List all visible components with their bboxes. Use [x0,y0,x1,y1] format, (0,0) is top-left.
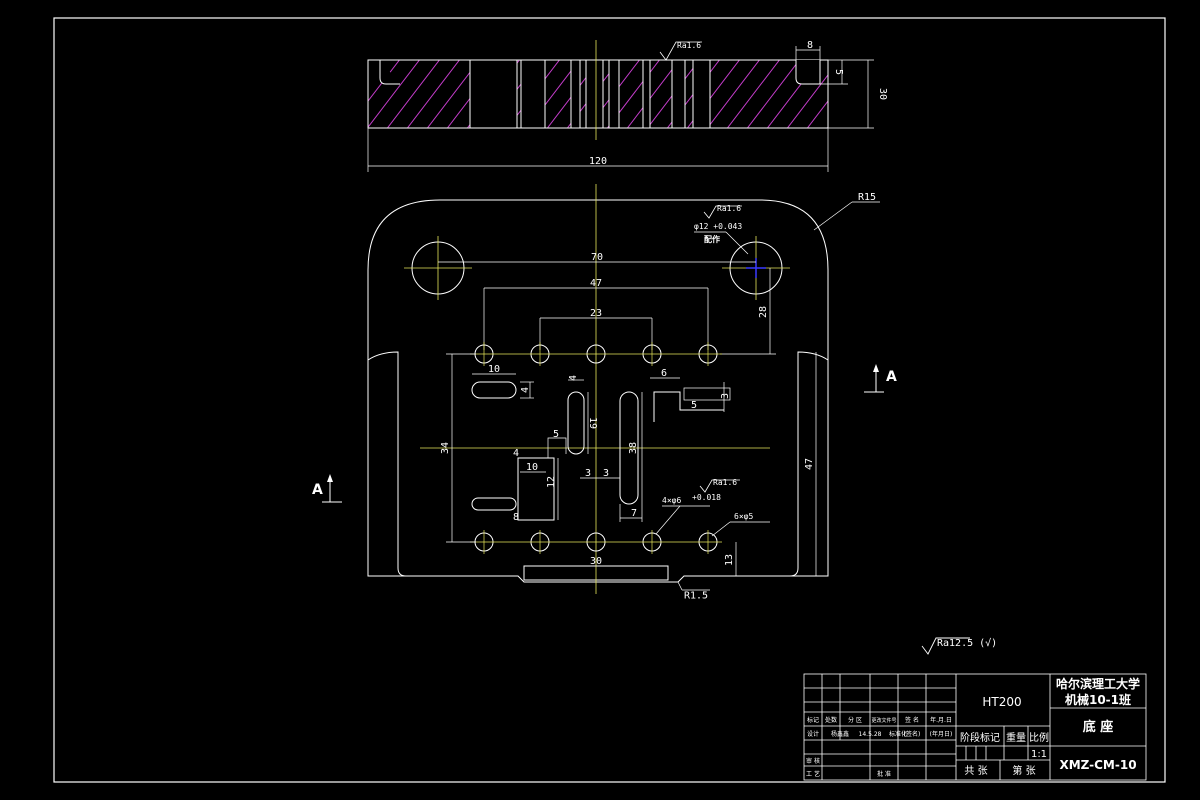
tb-stage-label: 阶段标记 [960,731,1000,744]
dim-3-right: 3 [720,393,731,399]
dim-70: 70 [591,252,603,263]
tb-sheet-no: 第 张 [1012,764,1035,777]
tb-school: 哈尔滨理工大学 [1056,676,1140,691]
tb-total-sheets: 共 张 [964,765,987,777]
dim-slot-depth: 5 [833,69,844,75]
tb-row-design: 设计 [807,730,819,738]
tb-material: HT200 [982,695,1021,709]
label-r15-bottom: R1.5 [684,590,708,601]
dim-4-slot: 4 [520,387,531,393]
section-view: 30 8 5 120 Ra1.6 [367,40,888,172]
dim-slot-width: 8 [807,40,813,51]
dim-10-slot: 10 [488,364,500,375]
label-four-holes: 4×φ6 [662,496,681,505]
dim-length: 120 [589,156,607,167]
dim-34: 34 [440,442,451,454]
tb-design-date: 14.5.28 [859,731,882,738]
ra-top: Ra1.6 [677,41,701,50]
dim-8: 8 [513,512,519,523]
dim-5-right: 5 [691,400,697,411]
tb-hdr-docno: 更改文件号 [871,717,896,724]
section-marker-right: A [864,364,897,393]
tb-part-name: 底 座 [1083,719,1114,735]
label-r15: R15 [858,192,876,203]
section-label-left: A [312,482,323,498]
tb-hdr-zone: 分 区 [848,716,862,724]
title-block-text: HT200 哈尔滨理工大学 机械10-1班 底 座 XMZ-CM-10 1:1 … [806,676,1140,778]
tb-sign-blank: (签名) [904,730,921,738]
tb-hdr-sign: 签 名 [905,716,919,724]
tb-scale: 1:1 [1031,749,1047,760]
tb-hdr-count: 处数 [825,716,837,724]
dim-10-rect: 10 [526,462,538,473]
dim-6: 6 [661,368,667,379]
dim-4-rect: 4 [513,448,519,459]
dim-5-left: 5 [553,429,559,440]
sheet-border [53,17,1166,783]
dim-19: 19 [587,417,598,429]
dim-47-right: 47 [804,458,815,470]
dim-30: 30 [590,556,602,567]
tb-drawing-no: XMZ-CM-10 [1059,758,1136,772]
dim-28: 28 [758,306,769,318]
tb-date-blank: (年月日) [930,730,953,738]
tb-class: 机械10-1班 [1065,692,1131,707]
ra-pins: Ra1.6 [713,478,737,487]
dim-4-top: 4 [568,375,579,381]
tb-hdr-mark: 标记 [807,716,819,724]
dim-38: 38 [628,442,639,454]
section-label-right: A [886,369,897,385]
dim-7: 7 [631,508,637,519]
tb-designer: 杨鑫鑫 [831,730,849,738]
tb-weight-label: 重量 [1006,731,1026,744]
dim-23: 23 [590,308,602,319]
label-four-holes-tol: +0.018 [692,493,721,502]
tb-row-std: 标准化 [889,730,907,738]
section-marker-left: A [312,474,342,503]
tb-row-approve: 批 准 [877,770,891,778]
label-pei-zuo: 配作 [704,234,720,244]
dim-3-a: 3 [585,468,591,479]
label-hole-spec: φ12 +0.043 [694,222,742,231]
dim-3-b: 3 [603,468,609,479]
tb-ratio-label: 比例 [1029,731,1049,744]
roughness-note: Ra12.5 (√) [937,637,997,649]
ra-hole: Ra1.6 [717,204,741,213]
dim-12: 12 [546,476,557,488]
tb-row-process: 工 艺 [806,770,820,778]
tb-hdr-date: 年.月.日 [930,716,952,724]
dim-13: 13 [724,554,735,566]
tb-row-review: 审 核 [806,757,820,765]
plan-view: 70 47 23 28 10 4 [367,184,880,601]
hatch-pattern [368,60,828,128]
title-block [803,673,1147,781]
dim-thickness: 30 [877,88,888,100]
dim-47-top: 47 [590,278,602,289]
label-six-holes: 6×φ5 [734,512,753,521]
